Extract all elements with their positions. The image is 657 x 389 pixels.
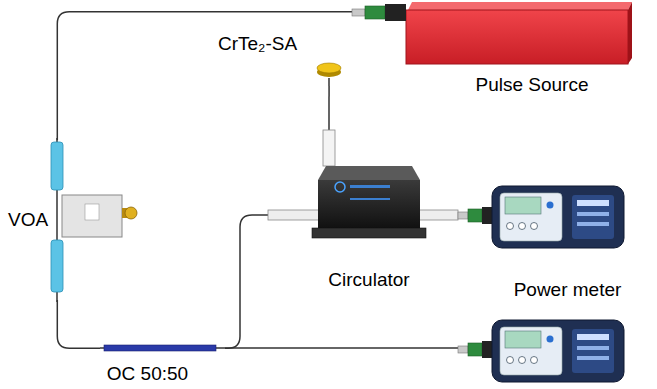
fiber-link — [57, 12, 402, 140]
fiber-link — [225, 215, 268, 348]
circulator-port — [268, 210, 320, 220]
circulator-top — [318, 166, 420, 180]
pulse-source-body — [406, 10, 628, 64]
component-node: Circulator — [268, 140, 458, 295]
component-node: Pulse Source — [402, 2, 632, 100]
circulator-body — [318, 180, 420, 228]
component-node: VOA — [4, 140, 134, 300]
voa-connector — [51, 142, 63, 190]
fiber — [225, 347, 458, 349]
voa-knob — [125, 207, 137, 219]
component-label: VOA — [8, 210, 48, 231]
component-node: Power meter — [460, 180, 655, 305]
component-label: Pulse Source — [475, 75, 588, 96]
voa-block — [62, 195, 122, 237]
circulator-port — [418, 210, 458, 220]
pulse-source-top — [408, 2, 632, 10]
component-label: CrTe₂-SA — [218, 34, 297, 55]
component-node: CrTe₂-SA — [185, 30, 350, 86]
component-label: Power meter — [514, 280, 622, 301]
fiber-link — [57, 300, 100, 348]
coupler-bar — [104, 345, 216, 351]
component-node: OC 50:50 — [100, 336, 225, 387]
pulse-source-side — [628, 2, 632, 64]
voa-connector — [51, 240, 63, 292]
circulator-port — [323, 130, 335, 166]
component-label: Circulator — [328, 270, 409, 291]
saturable-absorber-disc — [317, 63, 341, 73]
component-label: OC 50:50 — [107, 364, 188, 385]
